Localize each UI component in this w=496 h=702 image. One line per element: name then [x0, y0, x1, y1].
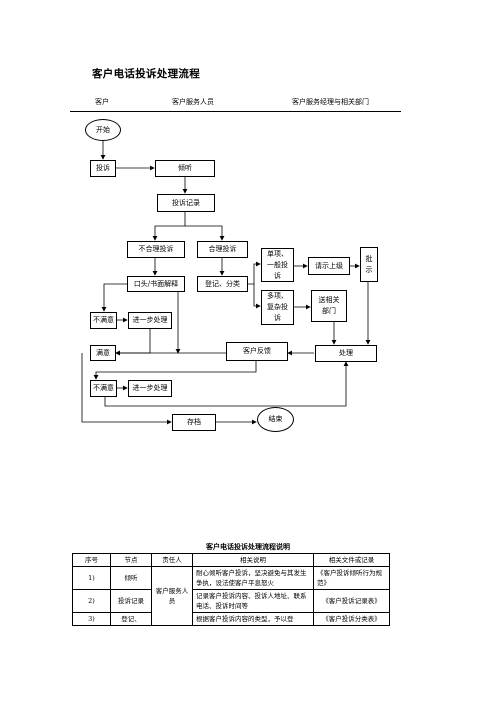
table-title: 客户电话投诉处理流程说明	[206, 543, 290, 551]
node-end: 结束	[257, 407, 294, 432]
node-approve: 批示	[360, 247, 378, 282]
process-description-table: 序号 节点 责任人 相关说明 相关文件或记录 1) 倾听 客户服务人员 耐心倾听…	[72, 553, 390, 626]
node-record: 投诉记录	[157, 194, 215, 212]
node-send-dept: 送相关部门	[311, 290, 347, 322]
row-no: 3)	[72, 612, 111, 626]
node-complex: 多项、复杂投诉	[261, 290, 294, 325]
node-complaint: 投诉	[90, 160, 116, 177]
node-process: 处理	[315, 345, 377, 362]
lane-service-staff: 客户服务人员	[172, 98, 214, 106]
lane-manager-dept: 客户服务经理与相关部门	[292, 98, 369, 106]
row-no: 2)	[72, 589, 111, 613]
row-doc: 《客户投诉倾听行为规范》	[313, 566, 390, 590]
row-desc: 记录客户投诉内容、投诉人地址、联系电话、投诉时间等	[192, 589, 314, 613]
node-reasonable: 合理投诉	[197, 241, 248, 258]
edge-feedback-dissat2	[93, 361, 257, 380]
table-header: 相关文件或记录	[313, 553, 390, 567]
edge-record-split	[152, 212, 186, 241]
lane-divider	[70, 111, 401, 112]
node-satisfied: 满意	[90, 345, 116, 361]
node-dissatisfied-2: 不满意	[90, 380, 117, 397]
table-header: 责任人	[151, 553, 193, 567]
table-row: 2) 投诉记录 记录客户投诉内容、投诉人地址、联系电话、投诉时间等 《客户投诉记…	[72, 589, 390, 613]
table-header: 相关说明	[192, 553, 314, 567]
row-node: 倾听	[110, 566, 152, 590]
row-responsible: 客户服务人员	[151, 566, 193, 626]
node-further-1: 进一步处理	[128, 312, 172, 329]
row-doc: 《客户投诉记录表》	[313, 589, 390, 613]
node-request: 请示上级	[308, 257, 350, 275]
node-listen: 倾听	[155, 160, 215, 177]
node-archive: 存档	[172, 414, 216, 431]
node-register: 登记、分类	[197, 276, 248, 292]
edge-explain-dissat1	[101, 283, 127, 312]
lane-customer: 客户	[95, 98, 109, 106]
row-desc: 耐心倾听客户投诉，坚决避免与其发生争执，设法使客户平息怒火	[192, 566, 314, 590]
edge-register-simple	[248, 261, 261, 285]
row-desc: 根据客户投诉内容的类型，予以登	[192, 612, 314, 626]
table-row: 3) 登记、 根据客户投诉内容的类型，予以登 《客户投诉分类表》	[72, 612, 390, 626]
node-start: 开始	[85, 119, 121, 141]
row-node: 登记、	[110, 612, 152, 626]
node-further-2: 进一步处理	[128, 380, 172, 397]
page-title: 客户电话投诉处理流程	[92, 68, 200, 80]
row-node: 投诉记录	[110, 589, 152, 613]
node-unreasonable: 不合理投诉	[127, 241, 185, 258]
table-header: 序号	[72, 553, 111, 567]
node-simple: 单项、一般投诉	[261, 248, 294, 282]
row-doc: 《客户投诉分类表》	[313, 612, 390, 626]
edge-record-reasonable	[185, 225, 225, 241]
table-row: 1) 倾听 客户服务人员 耐心倾听客户投诉，坚决避免与其发生争执，设法使客户平息…	[72, 566, 390, 626]
node-explain: 口头/书面解释	[127, 276, 185, 292]
row-no: 1)	[72, 566, 111, 590]
edge-further2-process	[104, 361, 349, 407]
node-dissatisfied-1: 不满意	[90, 312, 117, 329]
edge-satisfied-archive	[81, 353, 172, 425]
edge-further1-satisfied	[115, 329, 151, 356]
table-header: 节点	[110, 553, 152, 567]
table-header-row: 序号 节点 责任人 相关说明 相关文件或记录	[72, 553, 390, 567]
edge-register-complex	[253, 284, 261, 309]
node-feedback: 客户反馈	[226, 342, 288, 361]
